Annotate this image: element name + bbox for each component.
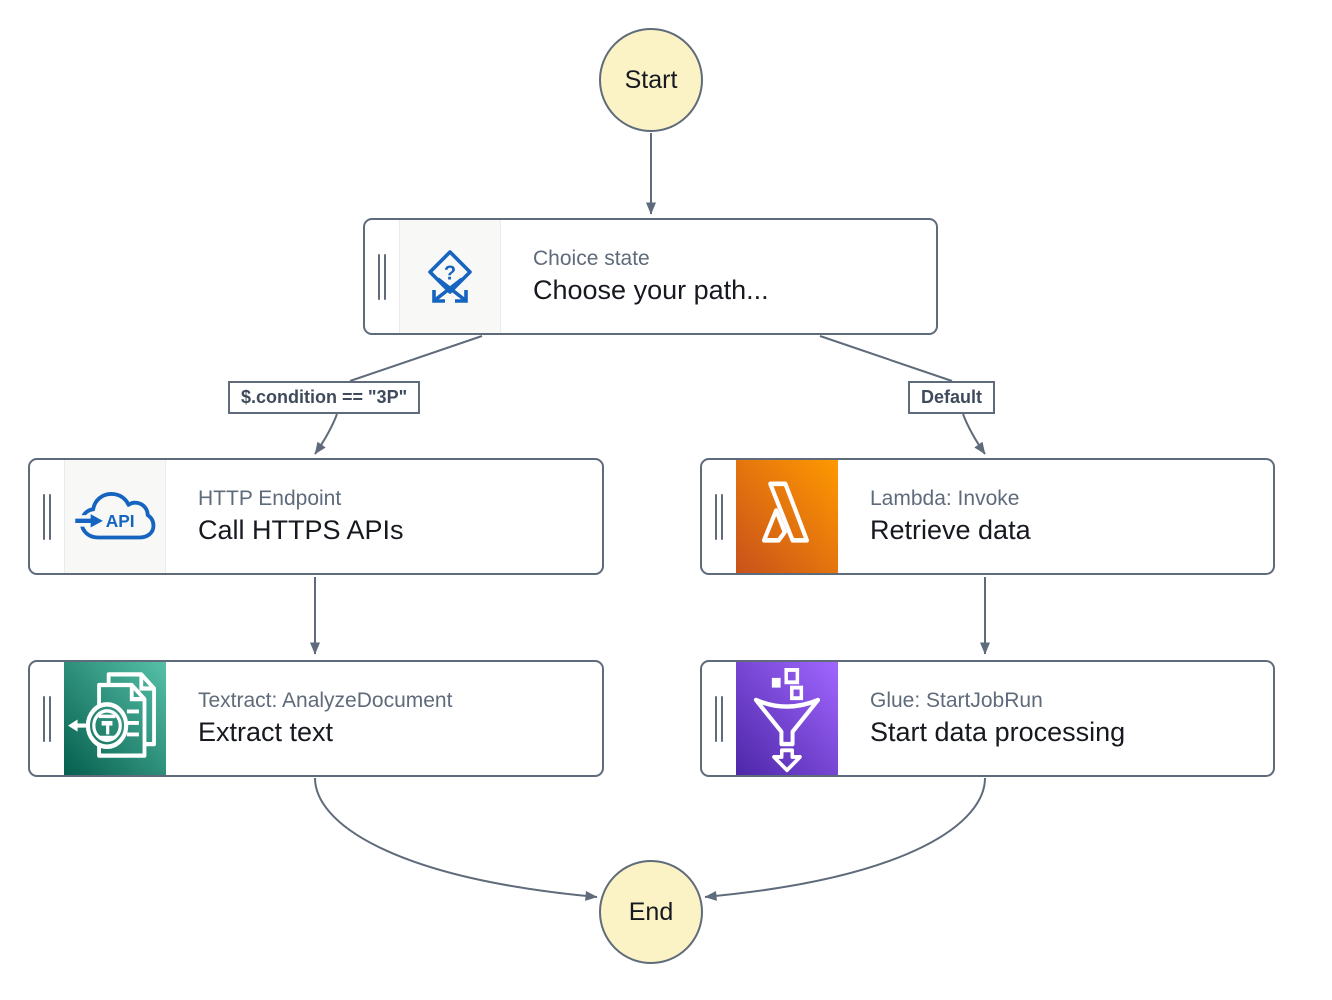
drag-handle-icon[interactable] [30, 662, 64, 775]
state-node-choice[interactable]: ? Choice state Choose your path... [363, 218, 938, 335]
state-name-label: Extract text [198, 717, 334, 747]
edge-default-label-to-lambda [962, 413, 986, 455]
svg-text:?: ? [444, 262, 456, 284]
edge-glue-to-end [704, 777, 986, 901]
start-node: Start [599, 28, 703, 132]
state-type-label: Lambda: Invoke [870, 487, 1020, 510]
glue-icon [736, 662, 838, 775]
state-name-label: Start data processing [870, 717, 1126, 747]
drag-handle-icon[interactable] [30, 460, 64, 573]
state-type-label: Choice state [533, 247, 650, 270]
choice-icon: ? [399, 220, 501, 333]
end-node: End [599, 860, 703, 964]
branch-condition-label: $.condition == "3P" [228, 381, 421, 414]
branch-default-label: Default [908, 381, 996, 414]
state-type-label: Textract: AnalyzeDocument [198, 689, 453, 712]
state-type-label: Glue: StartJobRun [870, 689, 1043, 712]
state-node-lambda[interactable]: Lambda: Invoke Retrieve data [700, 458, 1275, 575]
drag-handle-icon[interactable] [702, 662, 736, 775]
lambda-icon [736, 460, 838, 573]
state-node-glue[interactable]: Glue: StartJobRun Start data processing [700, 660, 1275, 777]
svg-text:API: API [106, 511, 135, 531]
drag-handle-icon[interactable] [365, 220, 399, 333]
state-name-label: Choose your path... [533, 275, 769, 305]
state-node-textract[interactable]: Textract: AnalyzeDocument Extract text [28, 660, 604, 777]
state-type-label: HTTP Endpoint [198, 487, 342, 510]
edge-choice-to-condition-label [349, 335, 483, 382]
start-label: Start [624, 65, 678, 94]
textract-icon [64, 662, 166, 775]
edge-choice-to-default-label [819, 335, 953, 382]
end-label: End [628, 897, 674, 926]
edge-textract-to-end [314, 777, 598, 901]
drag-handle-icon[interactable] [702, 460, 736, 573]
state-node-http-endpoint[interactable]: API HTTP Endpoint Call HTTPS APIs [28, 458, 604, 575]
state-name-label: Call HTTPS APIs [198, 515, 404, 545]
edge-condition-label-to-http [314, 413, 338, 455]
state-name-label: Retrieve data [870, 515, 1031, 545]
http-api-cloud-icon: API [64, 460, 166, 573]
